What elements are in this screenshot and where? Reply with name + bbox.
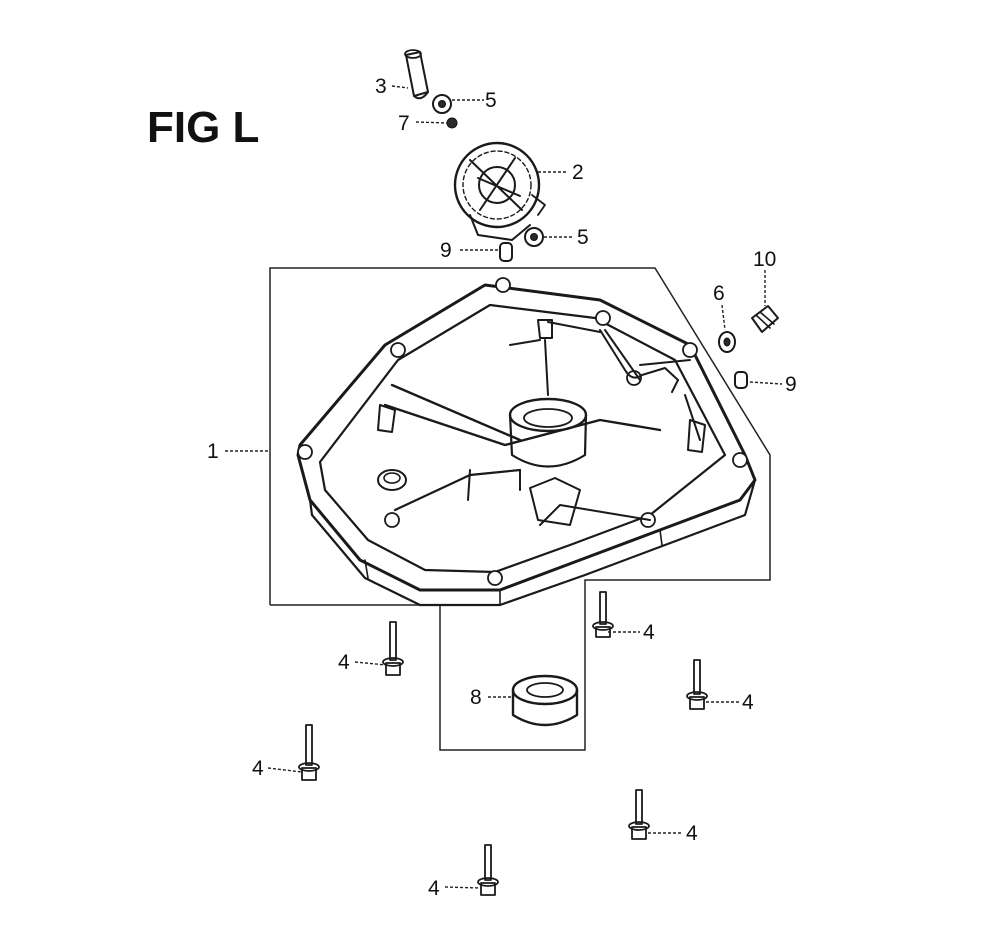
- crankcase-cover-icon: [296, 277, 757, 607]
- callout-labels: 3 5 7 2 5 9 6 10 9 1 4 4 4 8 4 4 4: [207, 75, 797, 900]
- callout-1: 1: [207, 440, 219, 463]
- dowel-pin-icon: [499, 242, 513, 262]
- callout-4-b: 4: [338, 651, 350, 674]
- washer-icon: [524, 227, 544, 247]
- callout-2: 2: [572, 161, 584, 184]
- callout-4-c: 4: [742, 691, 754, 714]
- oil-seal-icon: [511, 674, 579, 727]
- callout-7: 7: [398, 112, 410, 135]
- figure-title: FIG L: [147, 103, 259, 152]
- dowel-pin-icon: [734, 371, 748, 389]
- callout-9-left: 9: [440, 239, 452, 262]
- callout-3: 3: [375, 75, 387, 98]
- flange-bolt-icon: [298, 724, 320, 781]
- assembly-boundary: [269, 267, 771, 751]
- callout-8: 8: [470, 686, 482, 709]
- callout-4-e: 4: [686, 822, 698, 845]
- washer-icon: [432, 94, 452, 114]
- callout-10: 10: [753, 248, 776, 271]
- washer-icon: [718, 331, 736, 353]
- callout-4-a: 4: [643, 621, 655, 644]
- flange-bolt-icon: [628, 789, 650, 840]
- clip-icon: [446, 117, 458, 129]
- drain-plug-icon: [751, 305, 779, 333]
- callout-5-lower: 5: [577, 226, 589, 249]
- callout-4-d: 4: [252, 757, 264, 780]
- leader-lines: [225, 85, 783, 889]
- flange-bolt-icon: [686, 659, 708, 710]
- flange-bolt-icon: [592, 591, 614, 638]
- callout-4-f: 4: [428, 877, 440, 900]
- flange-bolt-icon: [477, 844, 499, 896]
- shaft-pin-icon: [404, 49, 429, 100]
- flange-bolt-icon: [382, 621, 404, 676]
- governor-gear-icon: [453, 141, 546, 241]
- callout-6: 6: [713, 282, 725, 305]
- callout-5-upper: 5: [485, 89, 497, 112]
- callout-9-right: 9: [785, 373, 797, 396]
